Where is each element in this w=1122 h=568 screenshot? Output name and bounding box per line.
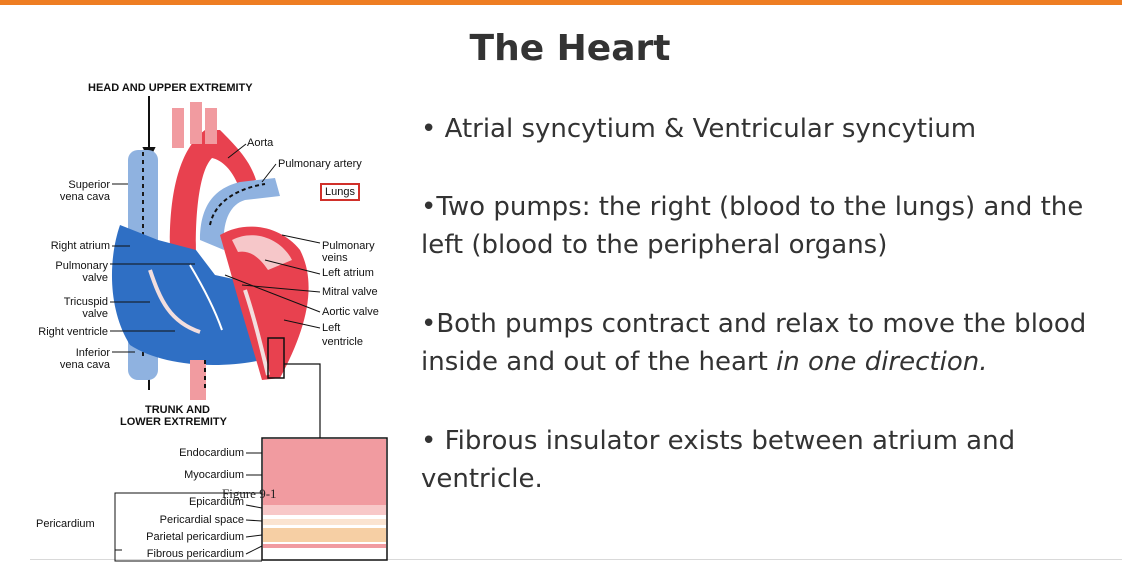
bullet-2: •Two pumps: the right (blood to the lung… [421,188,1111,264]
heart-figure: HEAD AND UPPER EXTREMITY TRUNK AND LOWER… [0,60,410,563]
label-pulmonary-artery: Pulmonary artery [278,158,362,170]
label-myocardium: Myocardium [120,469,244,481]
figure-caption: Figure 9-1 [222,486,277,502]
bullet-text: Fibrous insulator exists between atrium … [421,426,1015,494]
label-inferior-vena-cava-1: Inferior [30,347,110,359]
label-aortic-valve: Aortic valve [322,306,379,318]
bullet-dot: • [421,426,436,456]
label-aorta: Aorta [247,137,273,149]
label-left-ventricle-1: Left [322,322,340,334]
label-mitral-valve: Mitral valve [322,286,378,298]
bullet-4: • Fibrous insulator exists between atriu… [421,422,1111,498]
label-tricuspid-valve-1: Tricuspid [20,296,108,308]
label-right-ventricle: Right ventricle [10,326,108,338]
label-pulmonary-veins-2: veins [322,252,348,264]
label-lungs: Lungs [320,183,360,201]
bullet-dot: • [421,309,436,339]
label-pulmonary-valve-1: Pulmonary [20,260,108,272]
label-pulmonary-valve-2: valve [20,272,108,284]
bullet-emphasis: in one direction. [776,347,987,377]
label-inferior-vena-cava-2: vena cava [30,359,110,371]
accent-bar [0,0,1122,5]
label-head: HEAD AND UPPER EXTREMITY [88,82,253,94]
label-pulmonary-veins-1: Pulmonary [322,240,375,252]
label-trunk-2: LOWER EXTREMITY [120,416,227,428]
label-parietal-pericardium: Parietal pericardium [110,531,244,543]
label-superior-vena-cava-2: vena cava [40,191,110,203]
label-left-ventricle-2: ventricle [322,336,363,348]
label-trunk-1: TRUNK AND [145,404,210,416]
label-left-atrium: Left atrium [322,267,374,279]
label-superior-vena-cava-1: Superior [40,179,110,191]
bullet-dot: • [421,114,436,144]
bullet-text: Two pumps: the right (blood to the lungs… [421,192,1083,260]
bullet-1: • Atrial syncytium & Ventricular syncyti… [421,110,1111,148]
label-pericardium: Pericardium [36,518,95,530]
label-pericardial-space: Pericardial space [110,514,244,526]
bullet-dot: • [421,192,436,222]
label-endocardium: Endocardium [120,447,244,459]
bullet-3: •Both pumps contract and relax to move t… [421,305,1111,381]
bullet-text: Atrial syncytium & Ventricular syncytium [445,114,977,144]
label-right-atrium: Right atrium [20,240,110,252]
label-tricuspid-valve-2: valve [20,308,108,320]
label-fibrous-pericardium: Fibrous pericardium [110,548,244,560]
